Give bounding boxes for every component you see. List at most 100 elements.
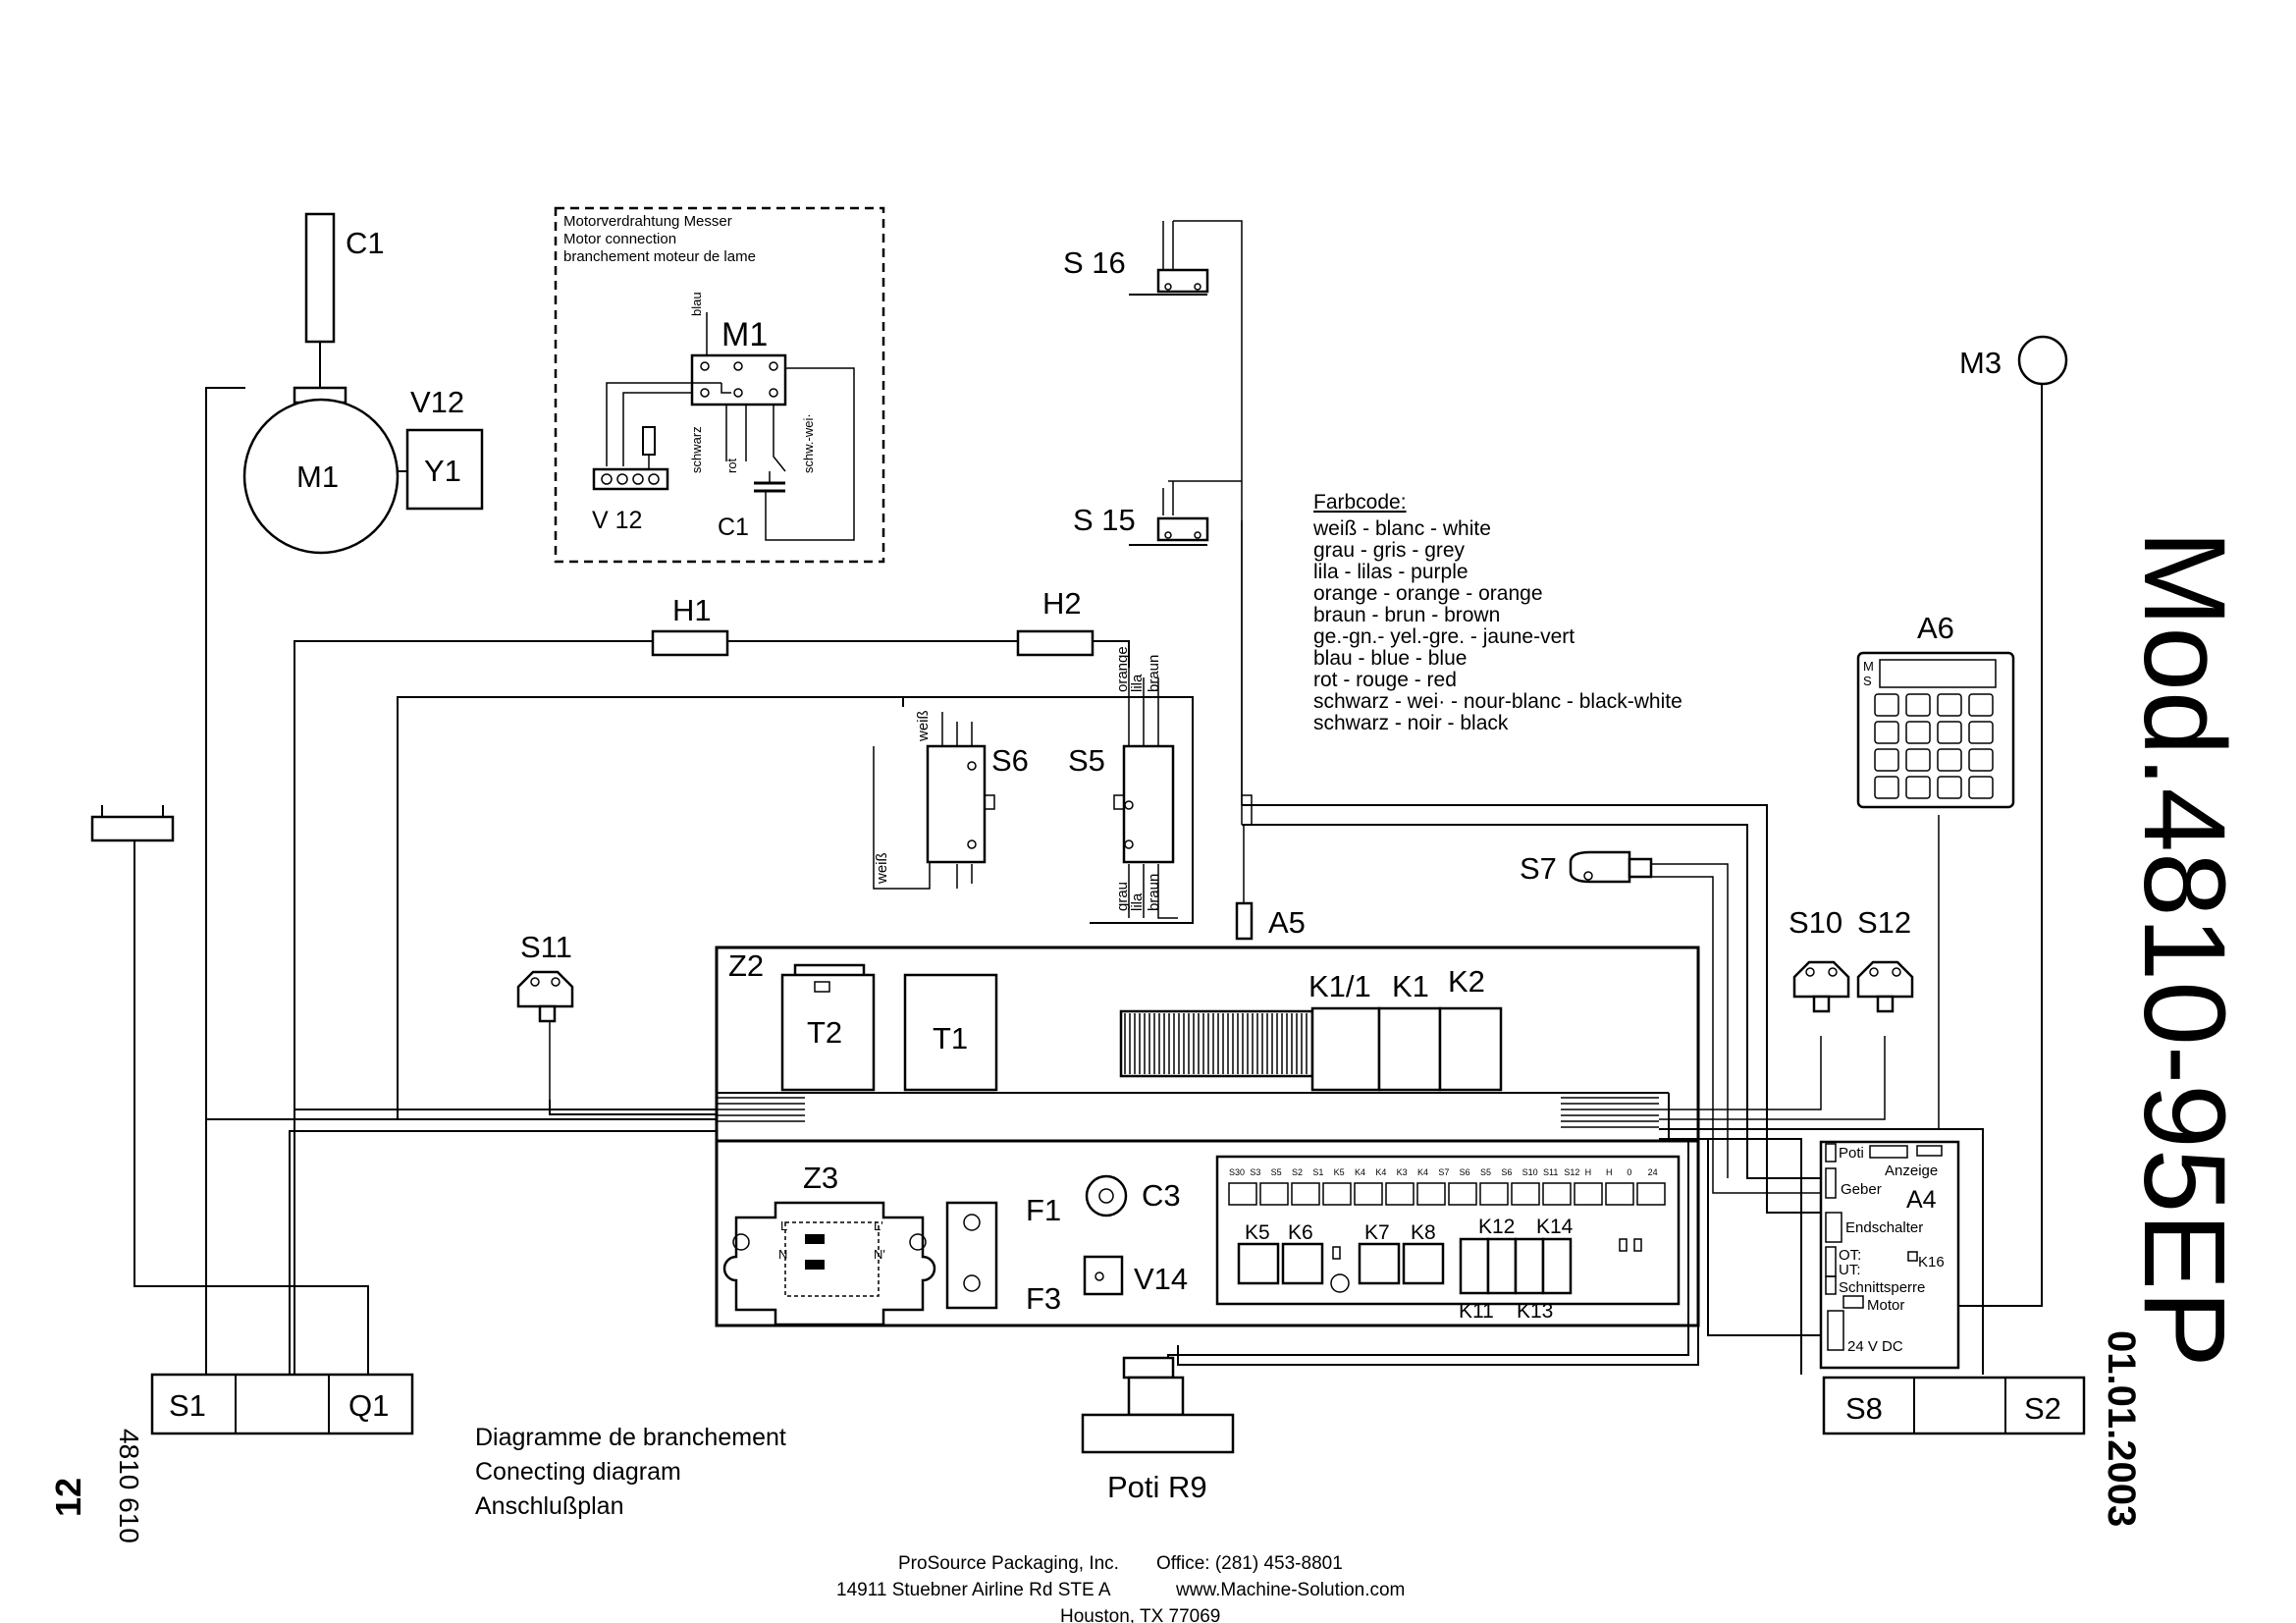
color-code-entry: braun - brun - brown — [1313, 604, 1500, 626]
terminal-block — [1322, 1182, 1352, 1206]
a4-motor: Motor — [1867, 1297, 1904, 1314]
wire-grau: grau — [1114, 882, 1131, 911]
terminal-block — [1636, 1182, 1666, 1206]
terminal-block — [1574, 1182, 1603, 1206]
inset-v12-label: V 12 — [592, 507, 642, 534]
terminal-label: K4 — [1417, 1167, 1428, 1177]
t2-label: T2 — [807, 1015, 842, 1050]
terminal-label: S10 — [1522, 1167, 1538, 1177]
k5-label: K5 — [1245, 1221, 1270, 1244]
m1-motor — [242, 398, 400, 555]
inset-line-3: branchement moteur de lame — [563, 248, 756, 265]
t2-transformer — [780, 973, 876, 1092]
terminal-strip-top — [1119, 1009, 1314, 1078]
terminal-label: S5 — [1480, 1167, 1491, 1177]
s2-label: S2 — [2024, 1391, 2061, 1426]
footer: ProSource Packaging, Inc. Office: (281) … — [836, 1553, 1405, 1623]
terminal-label: H — [1606, 1167, 1613, 1177]
keypad-key — [1905, 693, 1931, 717]
h2-label: H2 — [1042, 586, 1082, 621]
footer-website: www.Machine-Solution.com — [1175, 1580, 1405, 1600]
a4-anzeige: Anzeige — [1885, 1163, 1938, 1179]
keypad-key — [1968, 776, 1994, 799]
terminal-block — [1511, 1182, 1540, 1206]
inset-m1-label: M1 — [721, 316, 768, 353]
svg-text:S: S — [1863, 674, 1872, 688]
s12-switch — [1856, 960, 1914, 999]
terminal-label: K3 — [1397, 1167, 1408, 1177]
wire-blau: blau — [689, 292, 704, 316]
keypad-key — [1968, 748, 1994, 772]
terminal-label: 0 — [1627, 1167, 1631, 1177]
s15-label: S 15 — [1073, 503, 1136, 537]
inset-c1-label: C1 — [718, 514, 749, 541]
wire-lila: lila — [1129, 674, 1146, 692]
terminal-block — [1228, 1182, 1257, 1206]
k12-relay — [1486, 1237, 1518, 1295]
a6-keypad-body — [1856, 651, 2015, 809]
main-control-box: Z2 T2 T1 K1/1 K1 K2 Z3 L L' N N' — [715, 946, 1700, 1327]
z3-filter — [722, 1201, 936, 1326]
model-title: Mod.4810-95EP — [2119, 530, 2249, 1368]
a4-schnittsperre: Schnittsperre — [1839, 1279, 1925, 1296]
inset-line-2: Motor connection — [563, 231, 676, 247]
t1-transformer — [903, 973, 998, 1092]
wire-weiss-top: weiß — [915, 710, 932, 742]
switches-s6-s5: S6 S5 weiß weiß orange lila braun grau l… — [874, 646, 1175, 911]
k5-relay — [1237, 1242, 1280, 1285]
terminal-label: S5 — [1271, 1167, 1282, 1177]
s11-label: S11 — [520, 930, 572, 964]
color-code-entry: lila - lilas - purple — [1313, 561, 1468, 583]
wire-lila-bottom: lila — [1129, 893, 1146, 911]
s12-label: S12 — [1857, 905, 1911, 940]
footer-company: ProSource Packaging, Inc. — [898, 1553, 1119, 1574]
k7-label: K7 — [1364, 1221, 1390, 1244]
terminal-block — [1479, 1182, 1509, 1206]
m3-group: M3 — [1959, 335, 2068, 386]
footer-city: Houston, TX 77069 — [1060, 1606, 1220, 1623]
k1-label: K1 — [1392, 969, 1429, 1003]
keypad-key — [1937, 721, 1962, 744]
svg-text:L': L' — [874, 1218, 883, 1233]
terminal-block — [1448, 1182, 1477, 1206]
keypad-key — [1874, 721, 1899, 744]
t1-label: T1 — [933, 1021, 968, 1055]
keypad-key — [1968, 693, 1994, 717]
s10-label: S10 — [1789, 905, 1842, 940]
wiring — [133, 220, 2043, 1376]
k7-relay — [1358, 1242, 1401, 1285]
wire-weiss-bottom: weiß — [874, 852, 890, 885]
terminal-label: S7 — [1438, 1167, 1449, 1177]
terminal-block — [1291, 1182, 1320, 1206]
k13-label: K13 — [1517, 1300, 1553, 1323]
terminal-block — [1259, 1182, 1289, 1206]
footer-address: 14911 Stuebner Airline Rd STE A — [836, 1580, 1111, 1600]
m1-label: M1 — [296, 460, 339, 494]
s11-switch — [516, 970, 574, 1008]
k6-relay — [1281, 1242, 1324, 1285]
color-code-entry: ge.-gn.- yel.-gre. - jaune-vert — [1313, 625, 1575, 648]
v14-label: V14 — [1134, 1262, 1188, 1296]
k14-label: K14 — [1536, 1216, 1574, 1238]
terminal-block — [1385, 1182, 1415, 1206]
s5-label: S5 — [1068, 743, 1105, 778]
svg-text:L: L — [780, 1218, 787, 1233]
h1-label: H1 — [672, 593, 712, 627]
keypad-key — [1937, 693, 1962, 717]
a4-poti: Poti — [1839, 1145, 1864, 1162]
c1-label: C1 — [346, 226, 385, 260]
keypad-key — [1937, 776, 1962, 799]
a4-ot: OT: — [1839, 1247, 1861, 1264]
terminal-label: S11 — [1543, 1167, 1558, 1177]
k6-label: K6 — [1288, 1221, 1313, 1244]
keypad-key — [1874, 776, 1899, 799]
a4-module: Poti Anzeige Geber A4 Endschalter OT: UT… — [1819, 1140, 1960, 1370]
page-number: 12 — [48, 1478, 88, 1517]
a5-component — [1235, 901, 1254, 941]
k11-relay — [1459, 1237, 1490, 1295]
wire-schwarz: schwarz — [689, 426, 704, 473]
color-code-entry: schwarz - noir - black — [1313, 712, 1509, 734]
terminal-label: K4 — [1375, 1167, 1386, 1177]
terminal-label: S30 — [1229, 1167, 1245, 1177]
